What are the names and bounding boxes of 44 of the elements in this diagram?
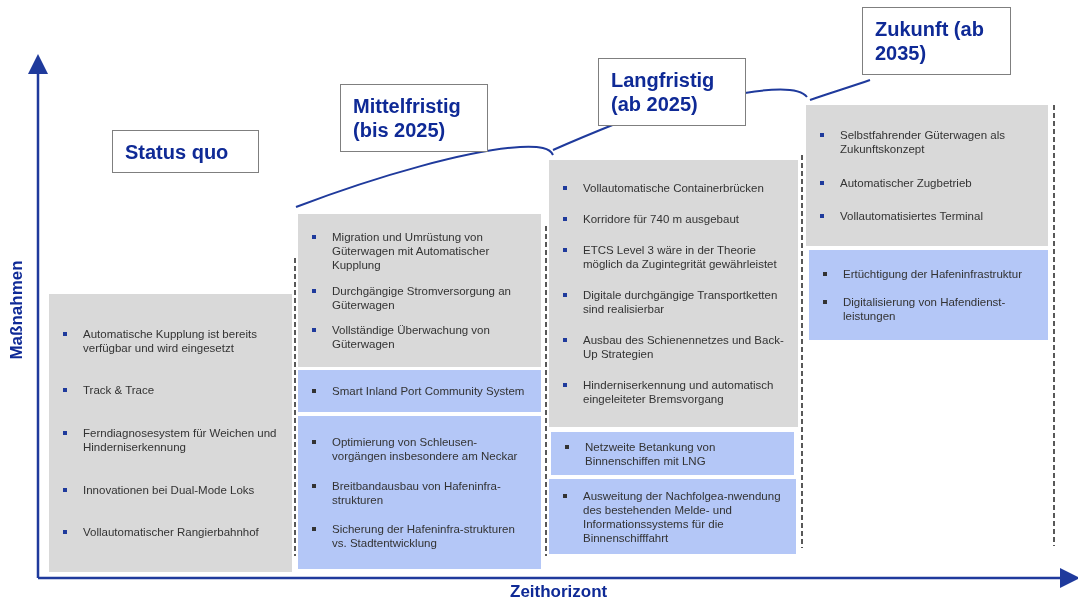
bullet-item: Durchgängige Stromversorgung an Güterwagen: [312, 283, 531, 312]
bullet-item: Smart Inland Port Community System: [312, 384, 531, 398]
measures-panel: [549, 160, 798, 427]
bullet-item: Ausbau des Schienennetzes und Back-Up Strategien: [563, 333, 788, 361]
measures-panel: [49, 294, 292, 572]
bullet-item: Hinderniserkennung und automatisch eingeleiteter Bremsvorgang: [563, 378, 788, 406]
bullet-item: Automatische Kupplung ist bereits verfügbar und wird eingesetzt: [63, 326, 282, 355]
phase-title: Zukunft (ab 2035): [875, 17, 985, 65]
bullet-item: Sicherung der Hafeninfra-strukturen vs. Stadtentwicklung: [312, 521, 531, 550]
bullet-item: Vollautomatischer Rangierbahnhof: [63, 525, 282, 540]
measures-panel: [549, 479, 796, 554]
axis-title: Zeithorizont: [510, 582, 608, 602]
phase-title: Mittelfristig (bis 2025): [353, 94, 462, 142]
measures-panel: [551, 432, 794, 475]
bullet-item: Track & Trace: [63, 383, 282, 398]
measures-panel: [298, 214, 541, 367]
bullet-item: Vollständige Überwachung von Güterwagen: [312, 323, 531, 352]
bullet-item: Korridore für 740 m ausgebaut: [563, 212, 788, 226]
bullet-item: Digitalisierung von Hafendienst-leistungen: [823, 294, 1038, 323]
bullet-item: Optimierung von Schleusen-vorgängen insbesondere am Neckar: [312, 435, 531, 464]
bullet-item: Ferndiagnosesystem für Weichen und Hinderniserkennung: [63, 425, 282, 454]
phase-label-box: [598, 58, 746, 126]
bullet-item: Digitale durchgängige Transportketten sind realisierbar: [563, 288, 788, 316]
bullet-item: Selbstfahrender Güterwagen als Zukunftskonzept: [820, 128, 1038, 157]
bullet-item: ETCS Level 3 wäre in der Theorie möglich da Zugintegrität gewährleistet: [563, 243, 788, 271]
phase-title: Status quo: [125, 139, 229, 164]
phase-label-box: [112, 130, 259, 173]
bullet-item: Vollautomatisiertes Terminal: [820, 208, 1038, 223]
measures-panel: [809, 250, 1048, 340]
phase-label-box: [862, 7, 1011, 75]
phase-label-box: [340, 84, 488, 152]
measures-panel: [298, 370, 541, 412]
bullet-item: Netzweite Betankung von Binnenschiffen mit LNG: [565, 439, 784, 468]
bullet-item: Vollautomatische Containerbrücken: [563, 181, 788, 195]
bullet-item: Innovationen bei Dual-Mode Loks: [63, 482, 282, 497]
bullet-item: Migration und Umrüstung von Güterwagen mit Automatischer Kupplung: [312, 229, 531, 272]
phase-title: Langfristig (ab 2025): [611, 68, 716, 116]
bullet-item: Breitbandausbau von Hafeninfra-strukturen: [312, 478, 531, 507]
bullet-item: Ertüchtigung der Hafeninfrastruktur: [823, 267, 1038, 282]
measures-panel: [298, 416, 541, 569]
bullet-item: Ausweitung der Nachfolgea-nwendung des bestehenden Melde- und Informationssystems für die Binnenschifffahrt: [563, 488, 786, 545]
measures-panel: [806, 105, 1048, 246]
bullet-item: Automatischer Zugbetrieb: [820, 175, 1038, 190]
axis-title: Maßnahmen: [8, 259, 25, 362]
